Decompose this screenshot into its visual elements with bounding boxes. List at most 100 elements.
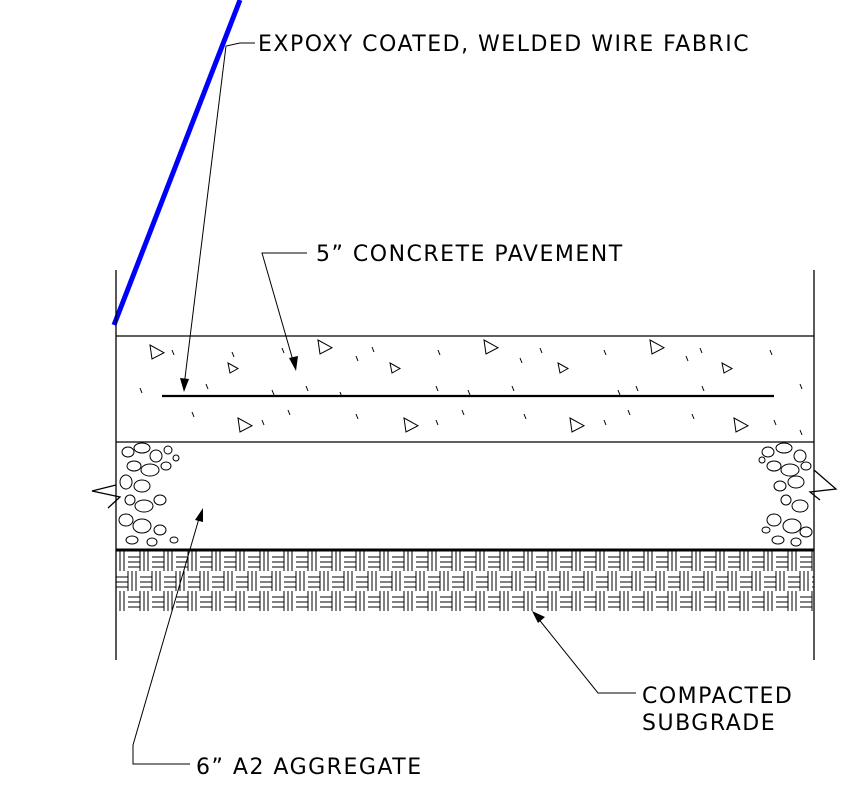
aggregate-stone [787,475,805,489]
aggregate-stone [134,499,154,513]
concrete-hatch-tick [435,385,439,392]
aggregate-stone [153,494,167,506]
concrete-aggregate-triangle [721,362,734,374]
aggregate-stone [773,480,787,492]
aggregate-stone [121,446,135,458]
aggregate-stone [118,513,134,527]
blue-markup-line [111,0,243,326]
concrete-hatch-tick [371,346,375,353]
subgrade-label-line2: SUBGRADE [642,711,776,736]
aggregate-stone [800,461,812,471]
concrete-hatch-tick [287,409,291,416]
concrete-hatch-tick [799,383,803,390]
concrete-hatch-tick [435,419,439,426]
aggregate-stone [133,479,151,493]
concrete-hatch-tick [603,419,607,426]
subgrade-label-line1: COMPACTED [642,684,793,709]
concrete-hatch-tick [519,357,523,364]
concrete-hatch-tick [617,389,621,396]
concrete-hatch-tick [461,409,465,416]
left-break-symbol [91,484,122,509]
concrete-hatch-tick [261,419,265,426]
concrete-pavement-layer [116,335,814,443]
concrete-aggregate-triangle [237,417,254,433]
aggregate-leader [132,508,203,765]
concrete-aggregate-triangle [569,417,586,433]
concrete-aggregate-triangle [557,362,570,374]
aggregate-stone [766,513,782,527]
concrete-hatch-tick [305,385,309,392]
concrete-hatch-tick [701,385,705,392]
concrete-hatch-tick [691,413,695,420]
subgrade-leader [532,611,636,694]
concrete-hatch-tick [355,355,359,362]
concrete-hatch-tick [355,413,359,420]
concrete-hatch-tick [171,349,175,356]
concrete-hatch-tick [437,349,441,356]
wire-fabric-label: EXPOXY COATED, WELDED WIRE FABRIC [258,32,750,57]
concrete-hatch-tick [627,409,631,416]
concrete-aggregate-triangle [317,339,334,355]
aggregate-stone [140,463,160,477]
aggregate-stone [133,442,151,454]
concrete-hatch-tick [773,419,777,426]
concrete-aggregate-triangle [227,362,240,374]
aggregate-stone [153,524,167,536]
wire-fabric-leader [180,42,255,392]
aggregate-stone [799,526,813,538]
aggregate-stone [172,454,180,462]
concrete-hatch-tick [205,383,209,390]
aggregate-stone [160,461,172,471]
aggregate-stone [790,537,802,547]
aggregate-stone [169,536,179,544]
aggregate-stone [146,537,158,547]
right-break-symbol [808,469,838,501]
aggregate-stone [775,442,793,454]
compacted-subgrade-layer [116,551,814,611]
concrete-aggregate-triangle [403,417,420,433]
concrete-hatch-tick [769,349,773,356]
aggregate-stone [761,446,775,458]
aggregate-stone [119,474,133,490]
concrete-hatch-tick [523,413,527,420]
concrete-hatch-tick [635,385,639,392]
concrete-hatch-tick [511,385,515,392]
aggregate-label: 6” A2 AGGREGATE [196,755,423,780]
aggregate-stone [780,494,792,506]
concrete-aggregate-triangle [389,362,402,374]
aggregate-base-layer [91,442,838,552]
concrete-hatch-tick [339,391,343,398]
aggregate-stone [766,460,782,472]
concrete-hatch-tick [271,389,275,396]
aggregate-stone [793,449,807,463]
aggregate-stone [782,518,802,534]
concrete-hatch-tick [539,347,543,354]
concrete-label: 5” CONCRETE PAVEMENT [316,242,624,267]
aggregate-stone [125,535,139,545]
aggregate-stone [163,445,173,455]
concrete-hatch-tick [685,355,689,362]
concrete-hatch-tick [281,347,285,354]
concrete-hatch-tick [603,349,607,356]
concrete-hatch-tick [231,351,235,358]
aggregate-stone [758,456,766,464]
concrete-hatch-tick [191,411,195,418]
aggregate-stone [126,460,142,472]
aggregate-stone [780,463,800,477]
concrete-hatch-tick [467,389,471,396]
concrete-aggregate-triangle [733,417,750,433]
aggregate-stone [132,518,152,534]
concrete-aggregate-triangle [149,344,166,360]
concrete-hatch-tick [799,429,803,436]
aggregate-stone [771,535,785,545]
aggregate-stone [791,499,809,513]
aggregate-stone [761,526,771,534]
concrete-aggregate-triangle [649,339,666,355]
concrete-hatch-tick [699,347,703,354]
concrete-hatch-tick [139,387,143,394]
aggregate-stone [149,449,163,463]
concrete-aggregate-triangle [483,339,500,355]
concrete-leader [261,252,307,371]
aggregate-stone [124,494,136,506]
